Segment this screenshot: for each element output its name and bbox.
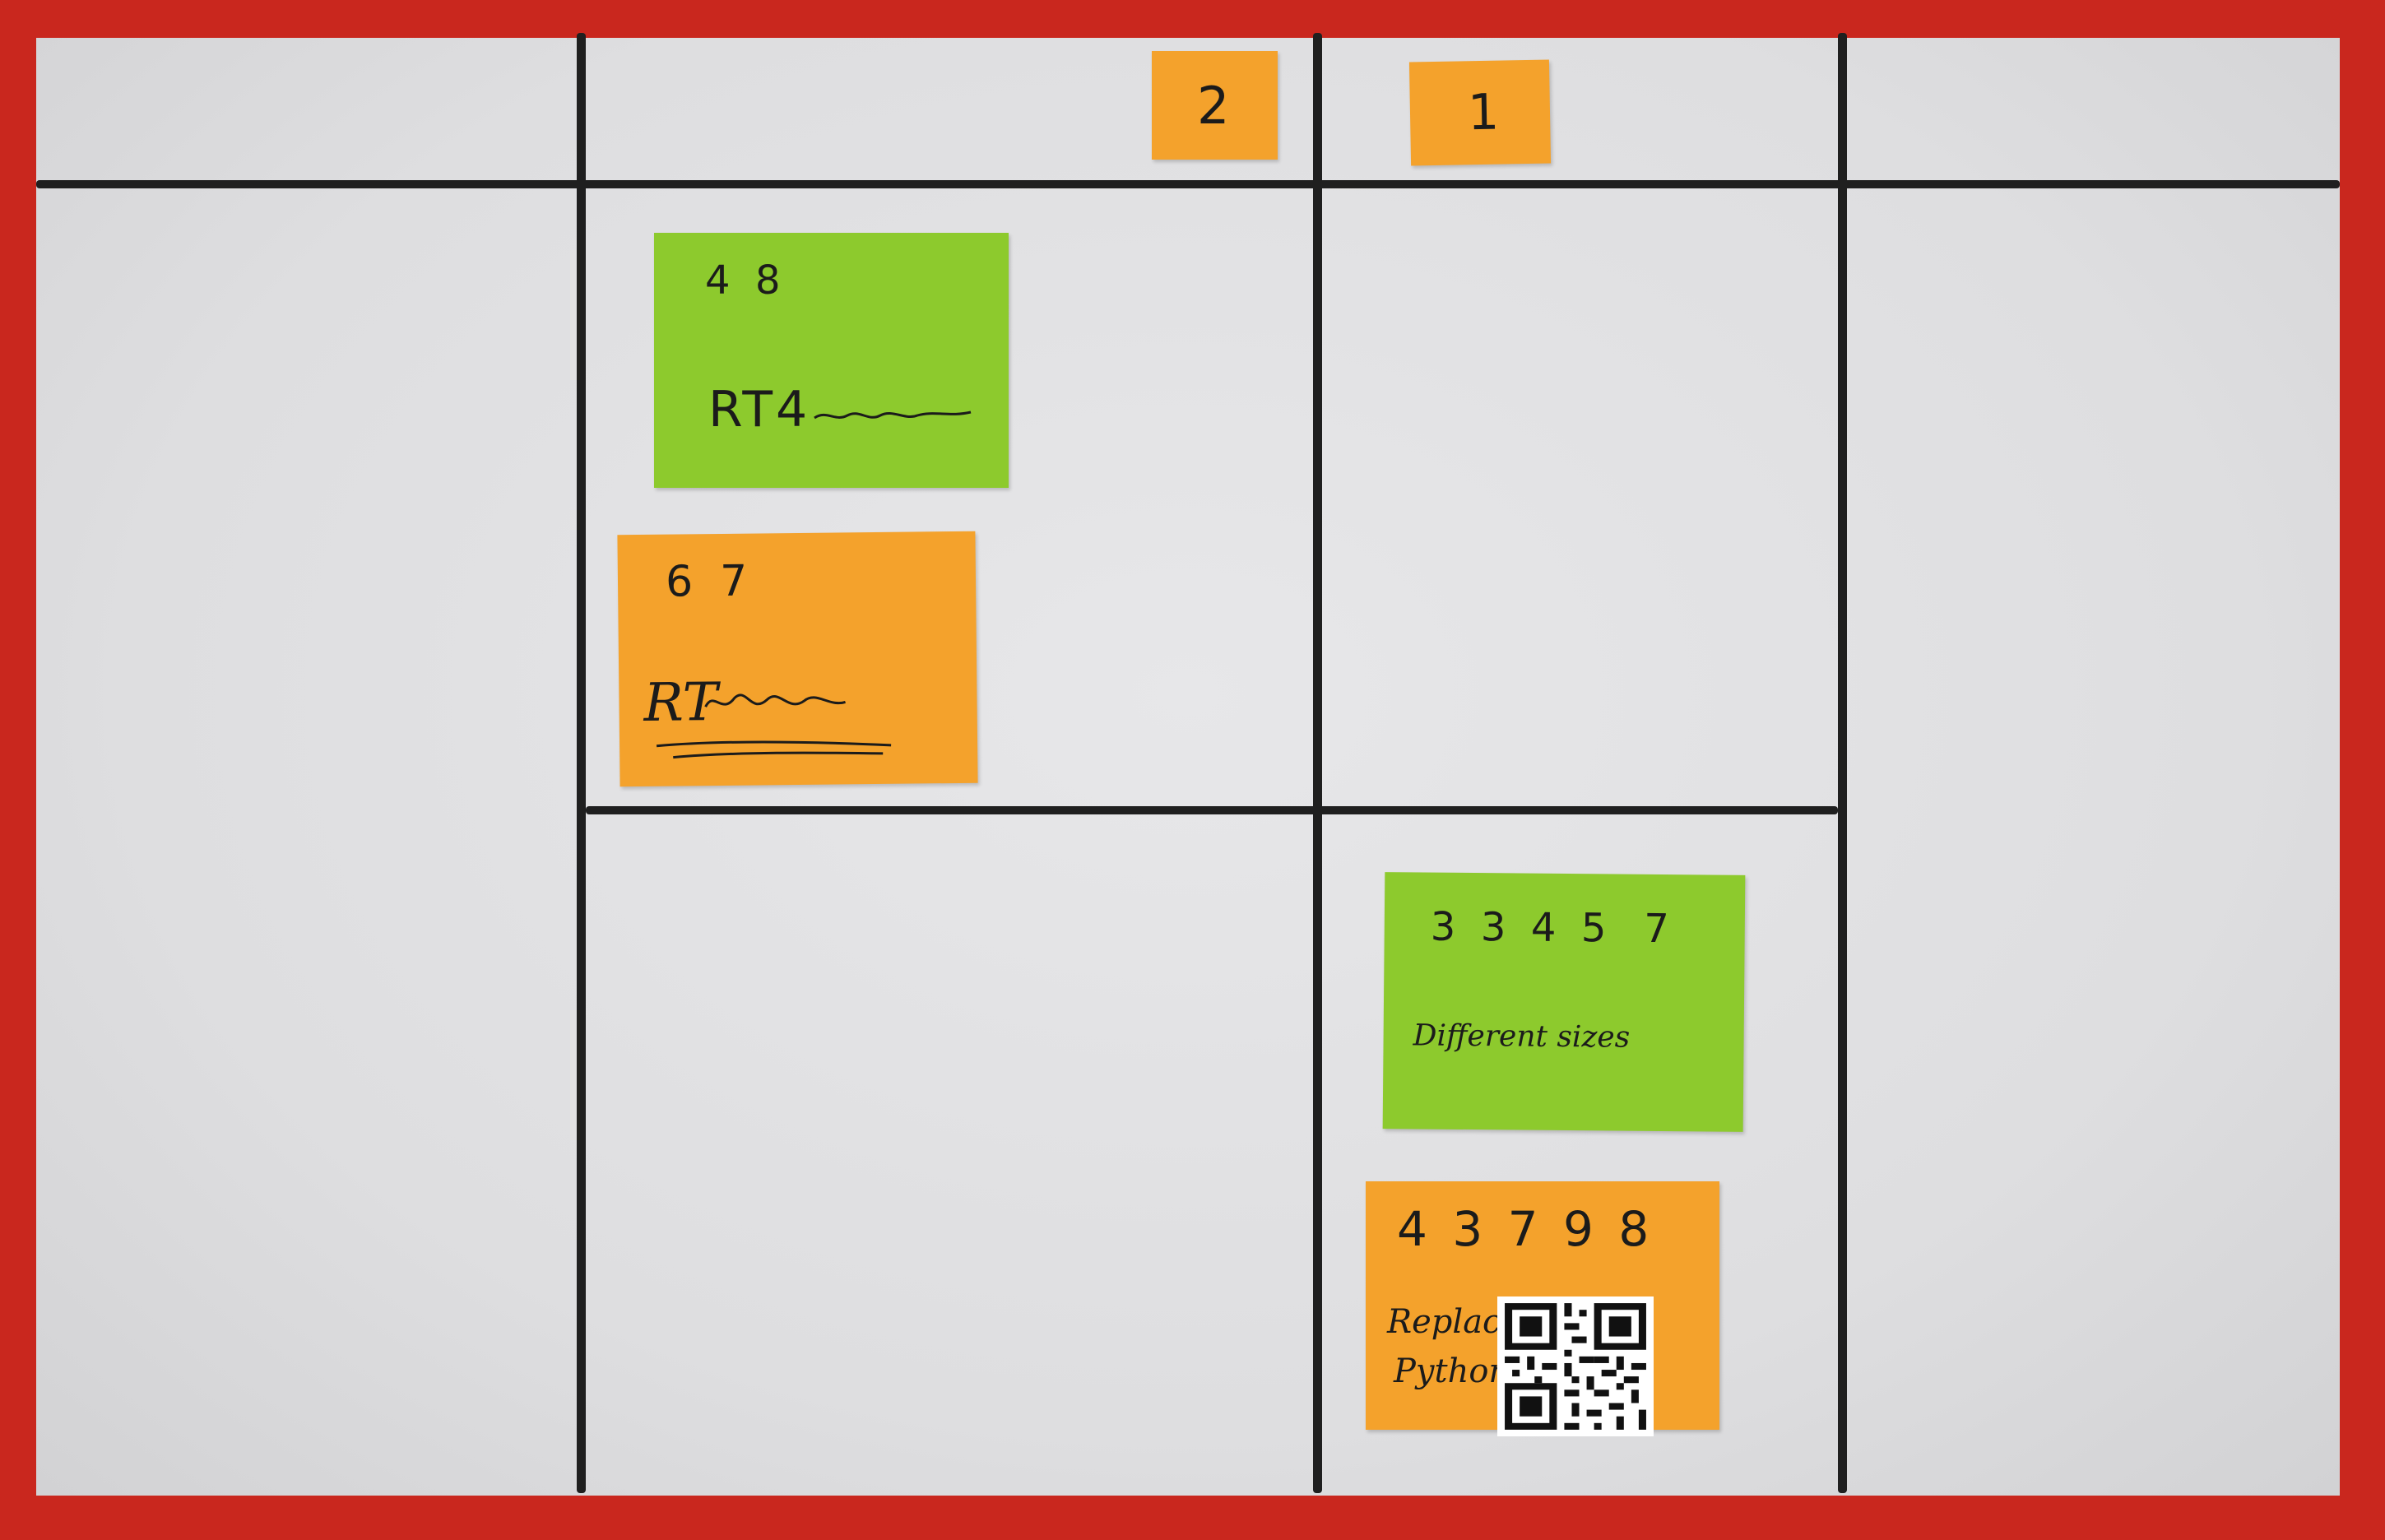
header-note-2[interactable]: 2 — [1152, 51, 1278, 160]
frame-tape-left — [0, 0, 36, 1540]
header-note-label: 2 — [1197, 76, 1230, 136]
task-note-title: Different sizes — [1413, 1018, 1631, 1055]
frame-tape-bottom — [0, 1496, 2385, 1540]
task-note-numbers: 3 3 4 5 7 — [1430, 903, 1670, 953]
task-note-rt[interactable]: 6 7 RT — [617, 531, 978, 787]
header-note-1[interactable]: 1 — [1408, 59, 1552, 166]
grid-line-middle — [586, 806, 1838, 814]
task-note-text-line2: Python — [1394, 1352, 1510, 1390]
task-note-rt4[interactable]: 4 8 RT4 — [654, 233, 1009, 488]
task-note-replace-python[interactable]: 4 3 7 9 8 Replace Python — [1366, 1181, 1719, 1436]
grid-line-vertical-1 — [577, 33, 586, 1493]
task-note-numbers: 6 7 — [665, 556, 748, 607]
scribble-line — [704, 693, 846, 707]
underline-mark — [656, 740, 892, 759]
board-surface — [36, 38, 2340, 1496]
task-note-title: RT4 — [708, 381, 811, 438]
task-note-numbers: 4 8 — [705, 257, 781, 304]
header-note-label: 1 — [1467, 83, 1500, 142]
grid-line-vertical-3 — [1838, 33, 1847, 1493]
frame-tape-top — [0, 0, 2385, 38]
task-note-different-sizes[interactable]: 3 3 4 5 7 Different sizes — [1382, 872, 1746, 1132]
qr-code — [1497, 1296, 1654, 1436]
frame-tape-right — [2340, 0, 2385, 1540]
grid-line-vertical-2 — [1313, 33, 1322, 1493]
scribble-line — [814, 411, 972, 420]
task-note-numbers: 4 3 7 9 8 — [1397, 1201, 1654, 1257]
grid-line-header — [36, 180, 2340, 188]
